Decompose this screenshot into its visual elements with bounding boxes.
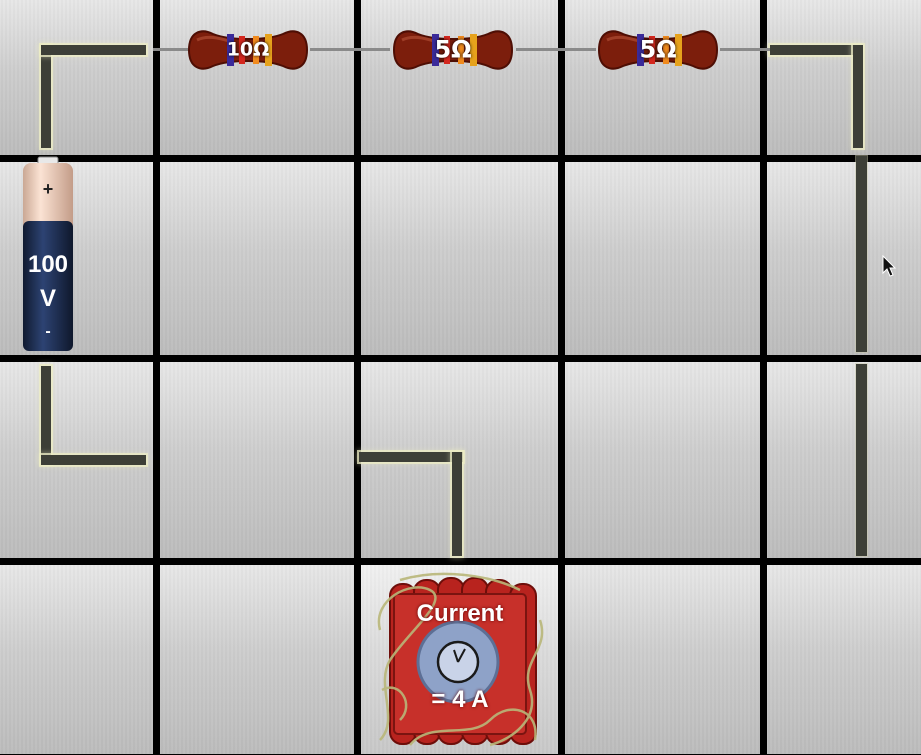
resistor-lead — [153, 48, 188, 51]
resistor-label: 5Ω — [639, 35, 677, 64]
resistor-5-ohm[interactable]: 5Ω — [388, 22, 518, 78]
meter-current-value: = 4 A — [431, 686, 489, 713]
grid-tile[interactable] — [361, 162, 558, 355]
grid-tile[interactable] — [767, 565, 921, 754]
resistor-label: 10Ω — [226, 38, 270, 61]
resistor-icon — [187, 30, 309, 70]
grid-tile[interactable] — [160, 162, 354, 355]
resistor-lead — [720, 48, 770, 51]
battery[interactable]: + 100 V - — [20, 155, 76, 355]
battery-negative-label: - — [45, 323, 51, 340]
battery-icon — [23, 156, 73, 351]
resistor-lead — [516, 48, 596, 51]
grid-tile[interactable] — [565, 162, 760, 355]
grid-tile[interactable] — [361, 0, 558, 155]
resistor-icon — [392, 30, 514, 70]
meter-title: Current — [416, 600, 504, 627]
wire-segment[interactable] — [853, 45, 863, 148]
wire-segment[interactable] — [41, 45, 51, 148]
resistor-icon — [597, 30, 719, 70]
wire-segment[interactable] — [41, 366, 51, 464]
grid-tile[interactable] — [767, 162, 921, 355]
resistor-10-ohm[interactable]: 10Ω — [183, 22, 313, 78]
grid-tile[interactable] — [160, 0, 354, 155]
grid-tile[interactable] — [767, 362, 921, 558]
mouse-pointer — [882, 254, 898, 284]
battery-voltage-value: 100 — [27, 251, 69, 278]
grid-tile[interactable] — [565, 362, 760, 558]
wire-segment[interactable] — [856, 364, 867, 556]
dynamite-timer-icon — [377, 572, 544, 747]
grid-tile[interactable] — [565, 0, 760, 155]
resistor-label: 5Ω — [434, 35, 472, 64]
resistor-lead — [310, 48, 390, 51]
wire-segment[interactable] — [41, 455, 146, 465]
grid-tile[interactable] — [160, 362, 354, 558]
grid-tile[interactable] — [565, 565, 760, 754]
wire-segment[interactable] — [359, 452, 463, 462]
wire-segment[interactable] — [856, 156, 867, 352]
current-meter[interactable]: Current = 4 A — [370, 570, 550, 750]
grid-tile[interactable] — [0, 565, 153, 754]
grid-tile[interactable] — [160, 565, 354, 754]
wire-segment[interactable] — [770, 45, 860, 55]
battery-positive-label: + — [42, 179, 54, 199]
grid-tile[interactable] — [0, 0, 153, 155]
mouse-pointer-icon — [882, 254, 897, 277]
resistor-5-ohm[interactable]: 5Ω — [593, 22, 723, 78]
grid-tile[interactable] — [767, 0, 921, 155]
battery-voltage-unit: V — [39, 285, 56, 312]
wire-segment[interactable] — [41, 45, 146, 55]
wire-segment[interactable] — [452, 452, 462, 556]
